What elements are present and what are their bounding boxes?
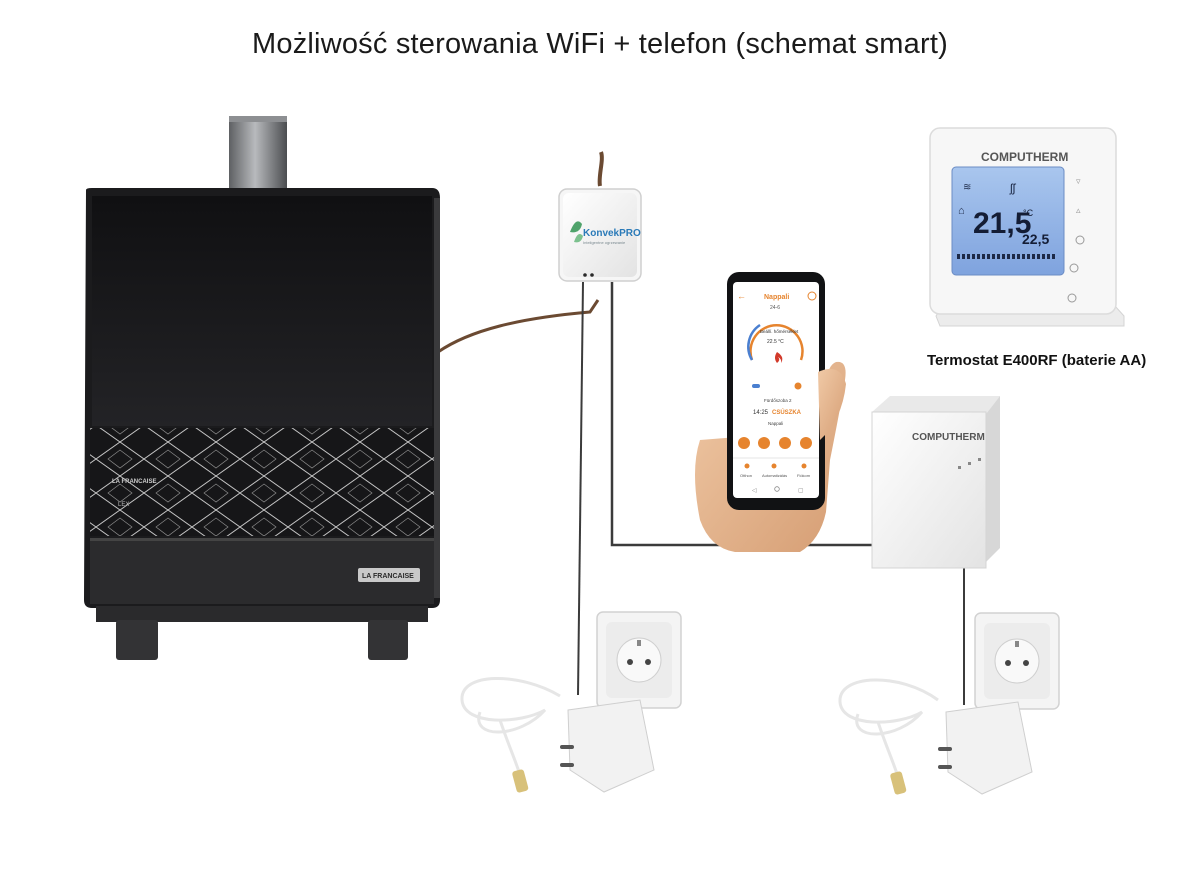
thermostat-brand: COMPUTHERM (981, 150, 1068, 164)
app-mode: CSÚSZKA (772, 409, 802, 416)
power-adapter-right (945, 701, 1033, 795)
power-set-left (460, 611, 682, 793)
heater-foot-left (116, 620, 158, 660)
thermostat-schedule-bars (957, 254, 1055, 259)
heater-badge (358, 568, 420, 582)
receiver-unit: COMPUTHERM (871, 396, 1000, 569)
gateway-power-cable (577, 281, 584, 696)
thermostat-clock-button[interactable] (1069, 263, 1079, 273)
app-status-line1: Beállí. hőmérséklet (760, 329, 799, 334)
thermostat-set-temperature: 22,5 (1022, 231, 1049, 247)
app-sub: 24-6 (770, 305, 780, 311)
app-action-2[interactable] (758, 437, 770, 449)
wifi-gateway: KonvekPRO Inteligentne ogrzewanie (558, 188, 642, 282)
receiver-brand: COMPUTHERM (912, 432, 985, 443)
android-recent-icon: ▢ (798, 488, 804, 494)
dc-plug-right (890, 771, 907, 795)
heater-brand: LA FRANCAISE (362, 573, 414, 580)
app-room: Nappali (768, 421, 783, 426)
receiver-led-3 (978, 458, 981, 461)
nav-item-home[interactable]: Otthon (740, 473, 752, 478)
temp-dial (749, 324, 804, 361)
heater: LA FRANCAISE LEX LA FRANCAISE (84, 116, 440, 660)
power-set-right (838, 612, 1060, 795)
nav-home-icon (744, 463, 750, 469)
receiver-led-1 (958, 466, 961, 469)
app-status-line2: 22.5 °C (767, 339, 784, 345)
android-back-icon: ◁ (752, 488, 757, 494)
nav-item-account[interactable]: Fiókom (797, 473, 811, 478)
app-zone: Fürdőszoba 2 (764, 398, 792, 403)
app-action-1[interactable] (738, 437, 750, 449)
app-header: Nappali (764, 294, 789, 301)
flue-pipe (229, 116, 287, 194)
app-info-icon (807, 291, 817, 301)
thermostat-caption: Termostat E400RF (baterie AA) (927, 352, 1147, 369)
thermostat-down-button[interactable]: ▿ (1076, 176, 1081, 186)
thermostat-up-button[interactable]: ▵ (1076, 205, 1081, 215)
app-action-4[interactable] (800, 437, 812, 449)
thermostat-lcd (951, 166, 1065, 276)
wifi-icon: ≋ (963, 182, 971, 193)
power-cable-coil-left (460, 677, 561, 785)
flame-icon (775, 352, 783, 363)
app-time: 14:25 (753, 410, 769, 416)
gateway-brand: KonvekPRO (583, 228, 641, 239)
heat-icon: ʃʃ (1009, 181, 1017, 195)
thermostat-info-button[interactable] (1075, 235, 1085, 245)
thermostat-power-button[interactable] (1067, 293, 1077, 303)
gateway-tagline: Inteligentne ogrzewanie (583, 240, 626, 245)
receiver-led-2 (968, 462, 971, 465)
antenna-cable (597, 151, 604, 187)
app-back-icon: ← (737, 291, 746, 301)
thermostat-temperature: 21,5 (973, 207, 1031, 240)
thermostat-unit: °C (1023, 208, 1034, 218)
thermostat: COMPUTHERM ≋ ʃʃ ⌂ 21,5 °C 22,5 ▿ ▵ (929, 127, 1125, 327)
page-title: Możliwość sterowania WiFi + telefon (sch… (252, 28, 948, 60)
dc-plug-left (512, 769, 529, 793)
svg-text:LA FRANCAISE: LA FRANCAISE (112, 479, 156, 485)
android-home-icon (774, 486, 780, 492)
phone-in-hand: ← Nappali 24-6 Beállí. hőmérséklet 22.5 … (695, 272, 846, 552)
nav-account-icon (801, 463, 807, 469)
nav-automation-icon (771, 463, 777, 469)
nav-item-automation[interactable]: Automatizálás (762, 473, 787, 478)
leaf-icon (570, 221, 582, 233)
home-icon: ⌂ (958, 205, 965, 217)
app-action-3[interactable] (779, 437, 791, 449)
heater-foot-right (368, 620, 408, 660)
svg-text:LEX: LEX (118, 502, 129, 508)
heater-cable (437, 299, 600, 354)
power-cable-coil-right (838, 678, 939, 787)
power-adapter-left (567, 699, 655, 793)
